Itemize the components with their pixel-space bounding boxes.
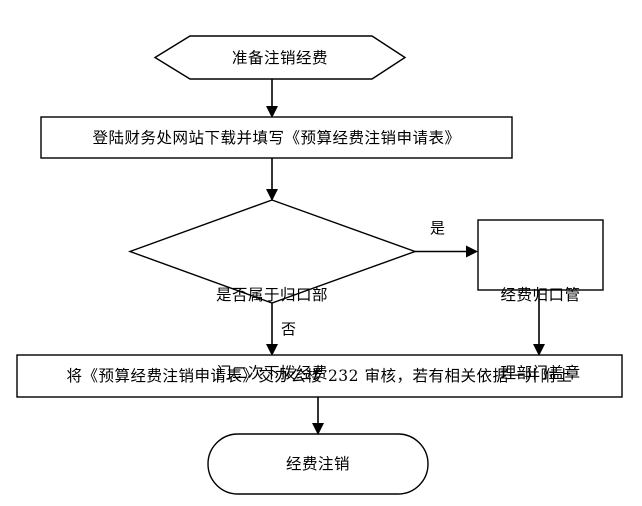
edge-decision-yes	[415, 245, 478, 258]
edge-start-to-download	[266, 79, 278, 118]
node-shape-stamp-department	[477, 219, 604, 291]
edge-label-no: 否	[281, 320, 297, 338]
node-shape-end	[207, 433, 429, 495]
edge-label-yes: 是	[430, 219, 446, 237]
edge-stamp-to-submit	[533, 290, 545, 356]
node-shape-decision-department	[127, 199, 418, 304]
edge-decision-no	[266, 303, 278, 356]
node-shape-start	[153, 35, 407, 80]
node-shape-download-form	[40, 116, 513, 159]
edge-submit-to-end	[312, 397, 324, 435]
edge-download-to-decision	[266, 158, 278, 201]
node-shape-submit-review	[16, 354, 623, 398]
